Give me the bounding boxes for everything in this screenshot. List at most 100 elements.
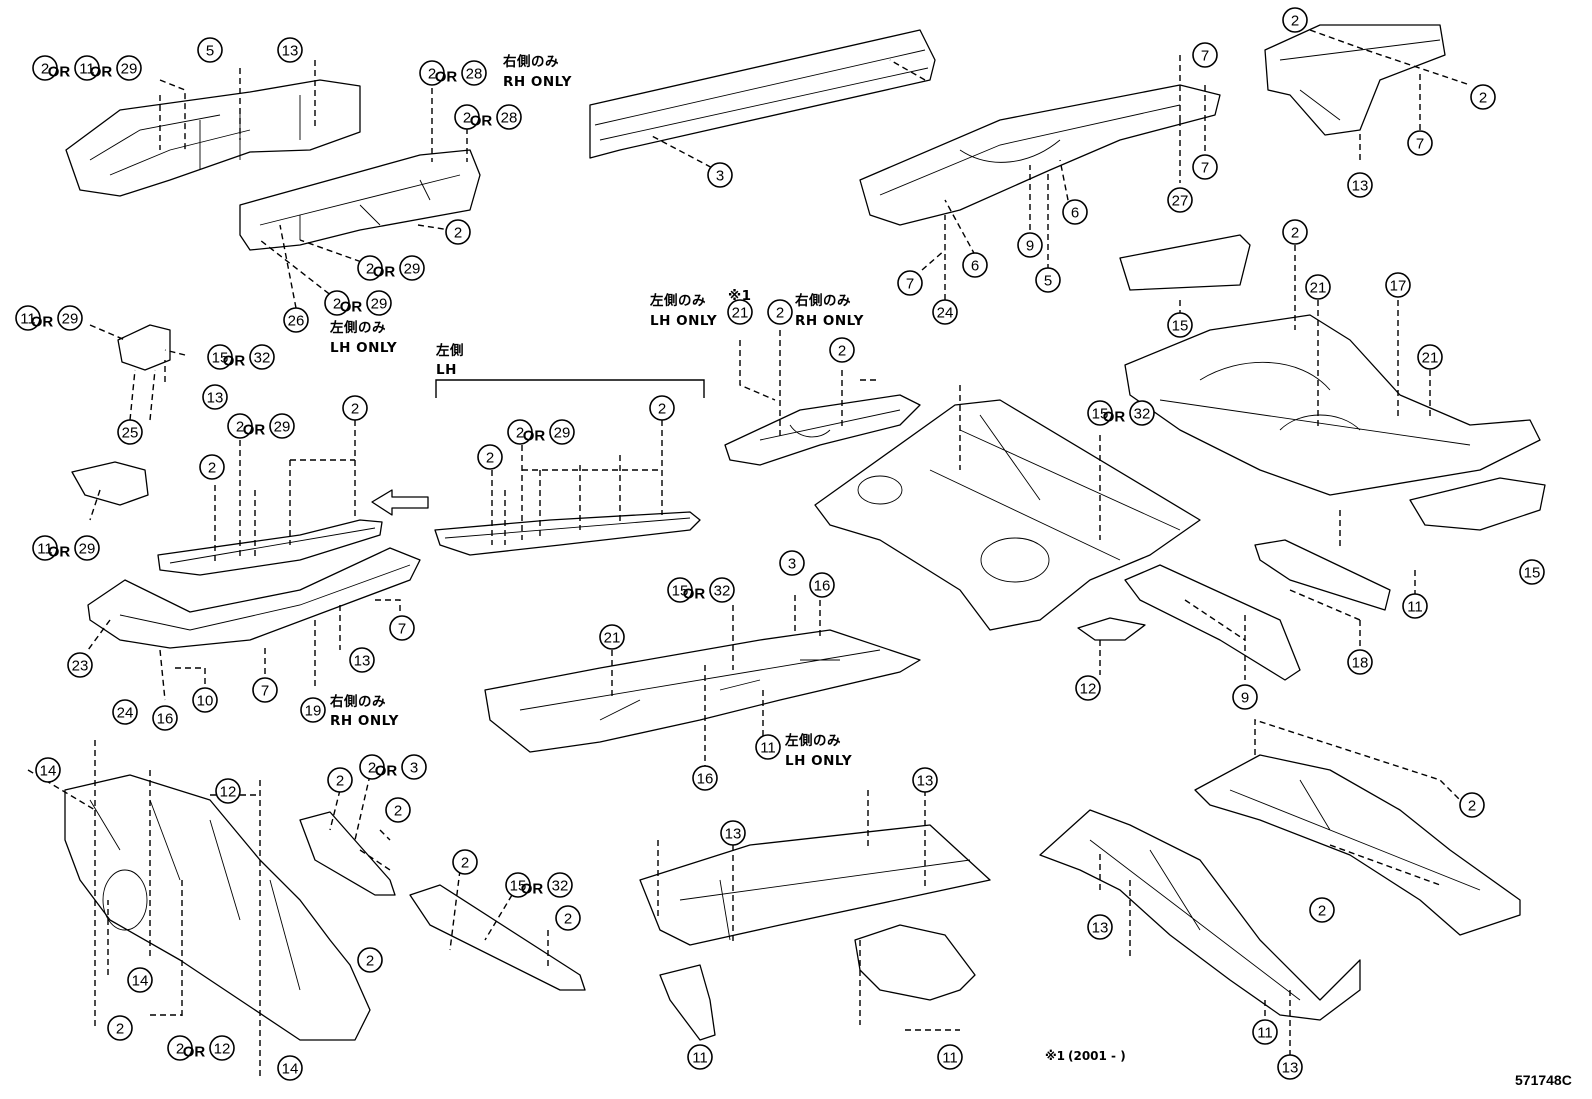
callout-number: 2 <box>366 953 374 970</box>
callout-c-2-g: 2 <box>342 395 368 421</box>
callout-circle <box>547 872 573 898</box>
callout-number: 15 <box>510 878 527 895</box>
or-connector: OR <box>435 69 458 86</box>
lh-only-jp: 左側のみ <box>329 319 386 336</box>
callout-number: 13 <box>354 653 371 670</box>
callout-circle <box>324 290 350 316</box>
part-rear-bracket-small-left <box>659 964 716 1041</box>
callout-c-11-a: 11 <box>1402 593 1428 619</box>
callout-number: 6 <box>971 258 979 275</box>
callout-number: 12 <box>214 1041 231 1058</box>
callout-c-21-c: 21 <box>1417 344 1443 370</box>
callout-circle <box>445 219 471 245</box>
callout-number: 2 <box>486 450 494 467</box>
callout-circle <box>269 413 295 439</box>
callout-circle <box>209 1035 235 1061</box>
callout-circle <box>937 1044 963 1070</box>
callout-circle <box>107 1015 133 1041</box>
lh-only-en-2: LH ONLY <box>650 313 717 329</box>
callout-number: 15 <box>212 350 229 367</box>
lh-bracket <box>435 379 705 398</box>
callout-number: 7 <box>398 621 406 638</box>
callout-circle <box>709 577 735 603</box>
callout-number: 2 <box>41 61 49 78</box>
callout-number: 29 <box>554 425 571 442</box>
callout-c-21-d: 21 <box>599 624 625 650</box>
part-small-gusset-left <box>71 461 149 506</box>
part-rocker-reinforcement-lh <box>434 511 701 556</box>
callout-number: 2 <box>1291 13 1299 30</box>
callout-number: 2 <box>1479 90 1487 107</box>
callout-circle <box>1017 232 1043 258</box>
part-rear-crossmember <box>1254 539 1391 611</box>
callout-c-26: 26 <box>283 307 309 333</box>
callout-number: 2 <box>336 773 344 790</box>
callout-circle <box>1252 1019 1278 1045</box>
callout-number: 29 <box>404 261 421 278</box>
callout-number: 2 <box>333 296 341 313</box>
part-rear-floor-pan <box>1124 314 1541 496</box>
callout-circle <box>277 1055 303 1081</box>
callout-number: 2 <box>428 66 436 83</box>
callout-number: 2 <box>838 343 846 360</box>
callout-c-13-b: 13 <box>1347 172 1373 198</box>
callout-number: 13 <box>1352 178 1369 195</box>
callout-number: 13 <box>207 390 224 407</box>
callout-c-2-m: 2 <box>452 849 478 875</box>
callout-number: 2 <box>351 401 359 418</box>
callout-c-17: 17 <box>1385 272 1411 298</box>
callout-number: 7 <box>1201 160 1209 177</box>
callout-circle <box>1347 172 1373 198</box>
callout-number: 2 <box>461 855 469 872</box>
callout-circle <box>401 754 427 780</box>
or-connector: OR <box>683 586 706 603</box>
callout-number: 29 <box>62 311 79 328</box>
callout-number: 5 <box>1044 273 1052 290</box>
callout-circle <box>359 754 385 780</box>
callout-circle <box>32 55 58 81</box>
callout-circle <box>249 344 275 370</box>
callout-number: 16 <box>157 711 174 728</box>
callout-number: 11 <box>37 541 53 558</box>
callout-circle <box>227 413 253 439</box>
callout-circle <box>74 55 100 81</box>
callout-c-7-f: 7 <box>252 677 278 703</box>
callout-number: 11 <box>692 1050 708 1067</box>
part-cowl-brace-right <box>409 884 586 991</box>
callout-circle <box>932 299 958 325</box>
callout-circle <box>283 307 309 333</box>
callout-number: 32 <box>254 350 271 367</box>
callout-number: 11 <box>20 311 36 328</box>
callout-c-7-d: 7 <box>1407 130 1433 156</box>
callout-c-9-a: 9 <box>1017 232 1043 258</box>
callout-circle <box>389 615 415 641</box>
callout-c-27: 27 <box>1167 187 1193 213</box>
callout-c-2-i: 2 <box>477 444 503 470</box>
callout-number: 29 <box>79 541 96 558</box>
callout-circle <box>1470 84 1496 110</box>
callout-number: 2 <box>1291 225 1299 242</box>
callout-circle <box>1417 344 1443 370</box>
lh-only-jp-3: 左側のみ <box>784 732 841 749</box>
callout-c-2-q: 2 <box>1459 792 1485 818</box>
callout-number: 16 <box>697 771 714 788</box>
part-rear-bracket-pair <box>854 924 976 1001</box>
callout-c-25: 25 <box>117 419 143 445</box>
callout-number: 15 <box>1092 406 1109 423</box>
callout-circle <box>252 677 278 703</box>
callout-circle <box>127 967 153 993</box>
callout-number: 13 <box>282 43 299 60</box>
or-connector: OR <box>183 1044 206 1061</box>
callout-circle <box>1519 559 1545 585</box>
callout-number: 16 <box>814 578 831 595</box>
or-connector: OR <box>523 428 546 445</box>
part-rocker-reinforcement-upper <box>157 519 383 576</box>
callout-number: 3 <box>410 760 418 777</box>
callout-circle <box>199 454 225 480</box>
part-front-floor-panel-small <box>724 394 921 466</box>
